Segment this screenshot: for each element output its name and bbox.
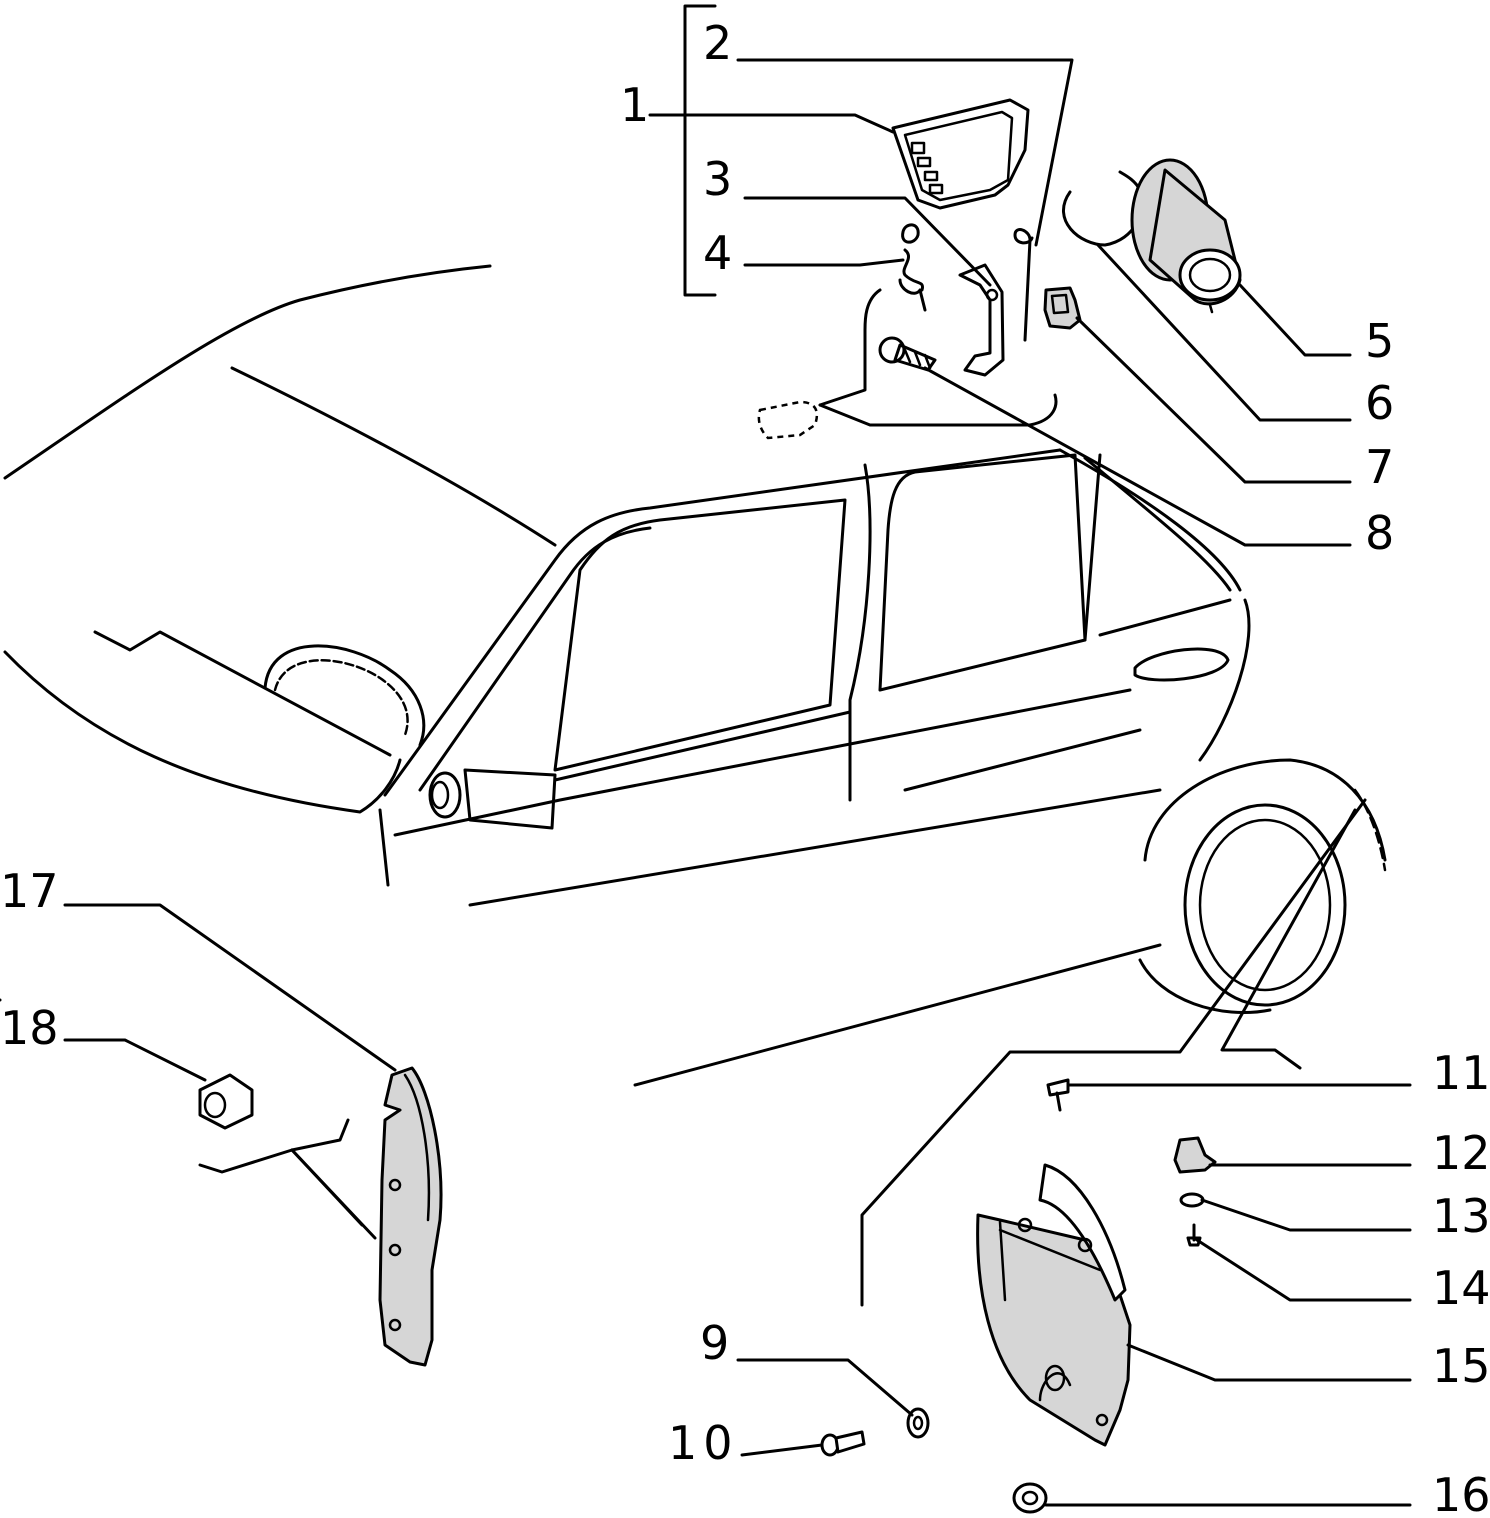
clip-12 [1173,1136,1217,1174]
wheel-arch-liner-assembly [820,798,1367,1514]
spring-4 [901,223,920,244]
door-handle [1133,647,1230,682]
side-mirror [463,768,557,830]
release-rod-2 [1023,238,1032,342]
fuel-flap-location [757,400,819,440]
front-wheel-arch [263,644,426,747]
callout-12: 12 [1432,1126,1490,1180]
callout-8: 8 [1365,506,1395,560]
callout-18: 18 [0,1001,59,1055]
hinge-bracket-3 [958,263,1005,377]
callout-6: 6 [1365,376,1395,430]
callout-9: 9 [700,1316,730,1370]
nut-16 [1012,1482,1048,1514]
hood-edge [3,264,492,480]
rear-window [878,453,1087,692]
retaining-ring-6 [1062,170,1144,247]
screw-11 [1046,1078,1070,1097]
fuel-filler-assembly [683,4,1242,440]
callout-11: 11 [1432,1046,1490,1100]
leader-lines-upper [648,58,1352,547]
hood-crease [230,366,557,547]
callout-4: 4 [703,226,733,280]
callout-7: 7 [1365,440,1395,494]
callout-10: 10 [668,1416,739,1470]
callout-5: 5 [1365,314,1395,368]
quarter-window-base [1098,598,1232,637]
callout-15: 15 [1432,1339,1490,1393]
rear-roof [1058,448,1242,592]
b-pillar [848,463,872,802]
hood-front-line [93,630,392,757]
callout-2: 2 [703,16,733,70]
front-window [553,498,847,772]
leader-lines-lower [736,1083,1412,1507]
mudguard-17 [378,1066,443,1367]
screw-8 [878,336,906,364]
rear-wheel-arch [1143,758,1387,862]
callout-17: 17 [0,864,59,918]
callout-1: 1 [620,78,650,132]
washer-13 [1179,1192,1205,1208]
front-bumper-line [3,650,402,814]
callout-3: 3 [703,152,733,206]
group-bracket [683,4,717,297]
callout-16: 16 [1432,1468,1490,1518]
mudguard-assembly [63,903,443,1367]
callout-14: 14 [1432,1261,1490,1315]
nut-18 [198,1073,254,1130]
car-body-illustration [0,264,1387,1087]
clip-7 [1043,286,1082,330]
callout-13: 13 [1432,1189,1490,1243]
a-pillar [418,526,652,792]
roof-line [383,448,1062,797]
rear-tire [1183,803,1347,1007]
wheel-arch-liner-15 [976,1213,1132,1447]
rear-fender [1198,598,1251,762]
